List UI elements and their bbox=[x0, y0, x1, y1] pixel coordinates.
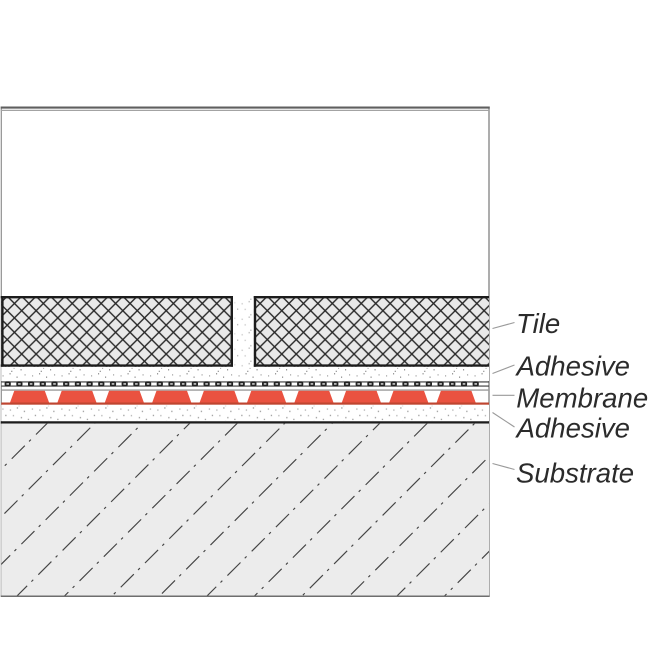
svg-text:Adhesive: Adhesive bbox=[515, 412, 631, 443]
svg-text:Substrate: Substrate bbox=[516, 458, 634, 489]
svg-text:Tile: Tile bbox=[516, 308, 560, 339]
svg-text:Adhesive: Adhesive bbox=[515, 351, 631, 382]
svg-text:Membrane: Membrane bbox=[516, 382, 648, 413]
